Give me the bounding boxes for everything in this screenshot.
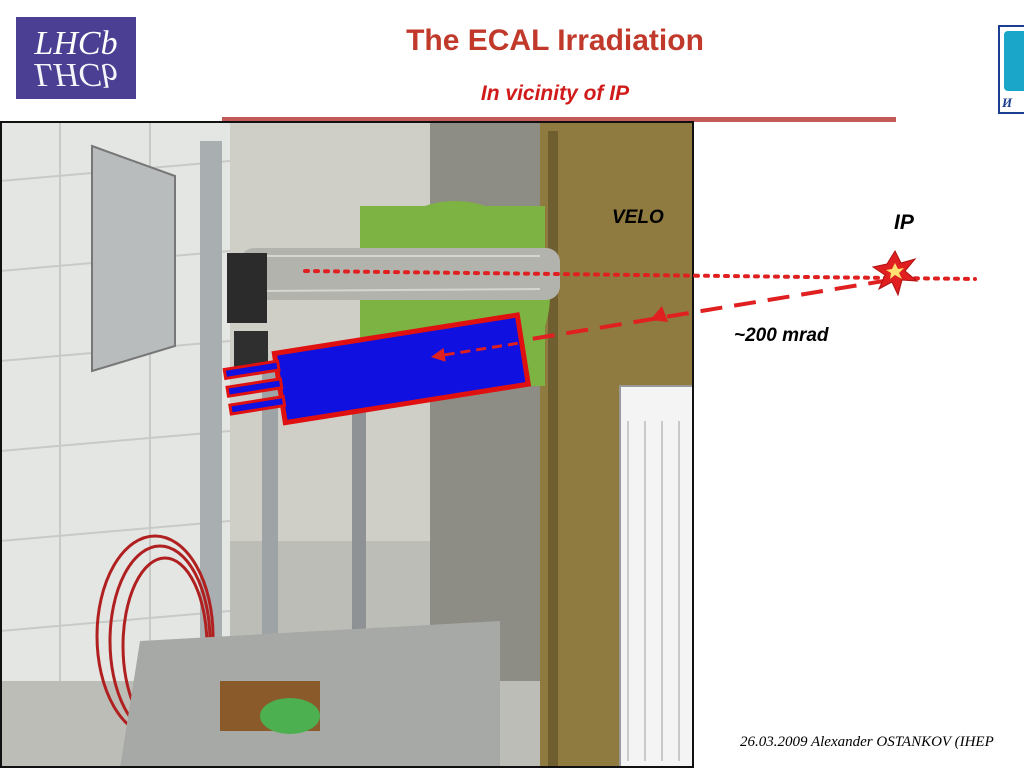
ihep-logo: И Ф (998, 25, 1024, 114)
slide-title: The ECAL Irradiation (406, 24, 704, 57)
ihep-logo-text: И Ф (1002, 95, 1024, 110)
ihep-logo-emblem (1004, 31, 1024, 91)
slide-subtitle: In vicinity of IP (480, 82, 630, 105)
slide-footer: 26.03.2009 Alexander OSTANKOV (IHEP (740, 734, 994, 750)
ip-explosion-icon (871, 249, 919, 297)
ip-label: IP (894, 211, 914, 234)
lhcb-logo: LHCb LHCb (16, 17, 136, 99)
lhcb-logo-text: LHCb (34, 25, 118, 62)
angle-label: ~200 mrad (734, 325, 829, 346)
velo-label: VELO (612, 207, 664, 228)
photo-frame (0, 121, 694, 768)
title-underline (222, 117, 896, 122)
